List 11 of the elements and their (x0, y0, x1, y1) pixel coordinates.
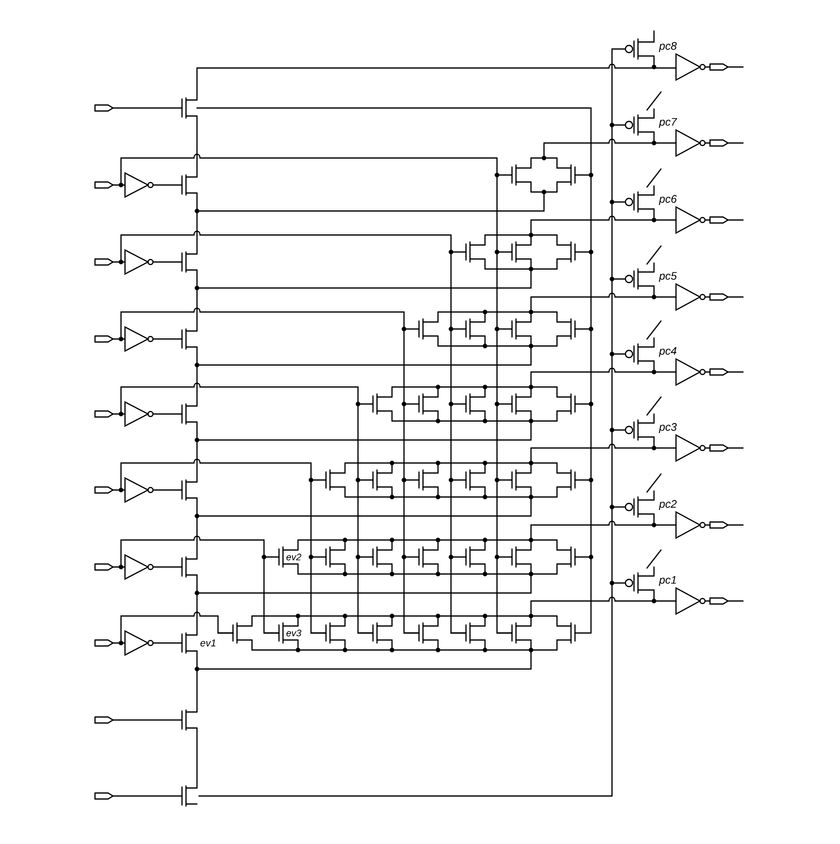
transistor-label: ev3 (286, 630, 302, 636)
transistor-label: pc2 (658, 500, 677, 510)
transistor-label: pc5 (658, 272, 677, 282)
transistor-label: ev1 (200, 640, 216, 646)
transistor-label: pc6 (658, 195, 677, 205)
transistor-label: pc4 (658, 347, 676, 357)
transistor-label: pc1 (658, 576, 676, 586)
transistor-label: pc8 (658, 42, 677, 52)
transistor-label: ev2 (286, 554, 302, 560)
transistor-label: pc3 (658, 423, 677, 433)
transistor-label: pc7 (658, 118, 678, 128)
